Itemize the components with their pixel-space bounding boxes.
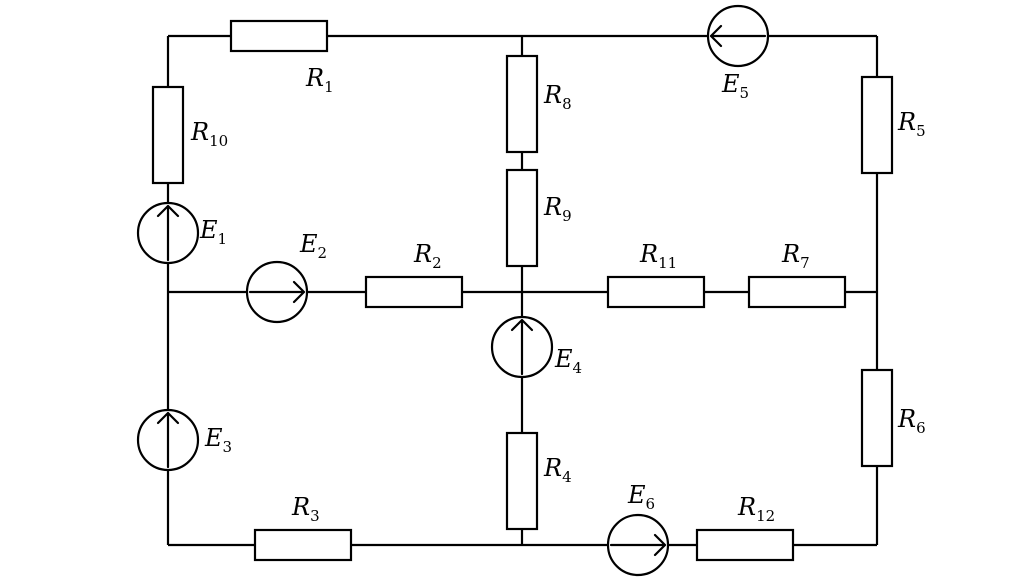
voltage-source-e2	[245, 260, 309, 324]
arrow-up-icon	[510, 318, 534, 376]
label-letter: R	[781, 240, 800, 268]
label-letter: E	[299, 230, 318, 258]
label-letter: R	[639, 240, 658, 268]
label-subscript: 12	[756, 507, 775, 525]
arrow-right-icon	[609, 533, 667, 557]
label-subscript: 2	[318, 244, 328, 262]
resistor-label-r4: R4	[543, 454, 572, 486]
voltage-source-e5	[706, 4, 770, 68]
label-subscript: 1	[324, 78, 334, 96]
source-label-e2: E2	[299, 230, 327, 262]
label-letter: R	[543, 193, 562, 221]
label-letter: R	[543, 454, 562, 482]
source-label-e5: E5	[721, 70, 749, 102]
source-label-e6: E6	[627, 481, 655, 513]
label-subscript: 10	[209, 132, 228, 150]
label-letter: R	[897, 405, 916, 433]
resistor-label-r11: R11	[639, 240, 677, 272]
label-subscript: 6	[646, 495, 656, 513]
source-label-e4: E4	[554, 345, 582, 377]
resistor-r7	[747, 275, 847, 309]
label-letter: E	[627, 481, 646, 509]
resistor-r9	[505, 168, 539, 268]
resistor-r10	[151, 85, 185, 185]
label-letter: E	[721, 70, 740, 98]
arrow-left-icon	[709, 24, 767, 48]
label-subscript: 5	[740, 84, 750, 102]
resistor-r6	[860, 368, 894, 468]
label-subscript: 5	[916, 122, 926, 140]
resistor-r1	[229, 19, 329, 53]
resistor-label-r10: R10	[190, 118, 228, 150]
label-subscript: 4	[562, 468, 572, 486]
resistor-label-r1: R1	[305, 64, 334, 96]
label-subscript: 11	[658, 254, 677, 272]
label-letter: R	[413, 240, 432, 268]
label-letter: R	[291, 493, 310, 521]
resistor-label-r7: R7	[781, 240, 810, 272]
label-subscript: 4	[573, 359, 583, 377]
label-subscript: 3	[223, 438, 233, 456]
resistor-r5	[860, 75, 894, 175]
label-letter: R	[897, 108, 916, 136]
label-subscript: 3	[310, 507, 320, 525]
label-letter: R	[737, 493, 756, 521]
source-label-e3: E3	[204, 424, 232, 456]
resistor-label-r6: R6	[897, 405, 926, 437]
label-letter: R	[190, 118, 209, 146]
voltage-source-e1	[136, 201, 200, 265]
label-letter: E	[554, 345, 573, 373]
voltage-source-e3	[136, 408, 200, 472]
label-letter: E	[199, 216, 218, 244]
label-letter: E	[204, 424, 223, 452]
resistor-label-r3: R3	[291, 493, 320, 525]
resistor-label-r8: R8	[543, 81, 572, 113]
resistor-label-r5: R5	[897, 108, 926, 140]
label-letter: R	[305, 64, 324, 92]
resistor-r3	[253, 528, 353, 562]
label-subscript: 8	[562, 95, 572, 113]
resistor-r4	[505, 431, 539, 531]
resistor-r11	[606, 275, 706, 309]
circuit-elements	[136, 4, 894, 577]
resistor-label-r12: R12	[737, 493, 775, 525]
resistor-label-r9: R9	[543, 193, 572, 225]
arrow-right-icon	[248, 280, 306, 304]
voltage-source-e6	[606, 513, 670, 577]
label-subscript: 6	[916, 419, 926, 437]
resistor-r12	[695, 528, 795, 562]
label-subscript: 7	[800, 254, 810, 272]
arrow-up-icon	[156, 411, 180, 469]
label-subscript: 2	[432, 254, 442, 272]
label-letter: R	[543, 81, 562, 109]
resistor-label-r2: R2	[413, 240, 442, 272]
label-subscript: 9	[562, 207, 572, 225]
label-subscript: 1	[218, 230, 228, 248]
voltage-source-e4	[490, 315, 554, 379]
arrow-up-icon	[156, 204, 180, 262]
source-label-e1: E1	[199, 216, 227, 248]
resistor-r2	[364, 275, 464, 309]
resistor-r8	[505, 54, 539, 154]
